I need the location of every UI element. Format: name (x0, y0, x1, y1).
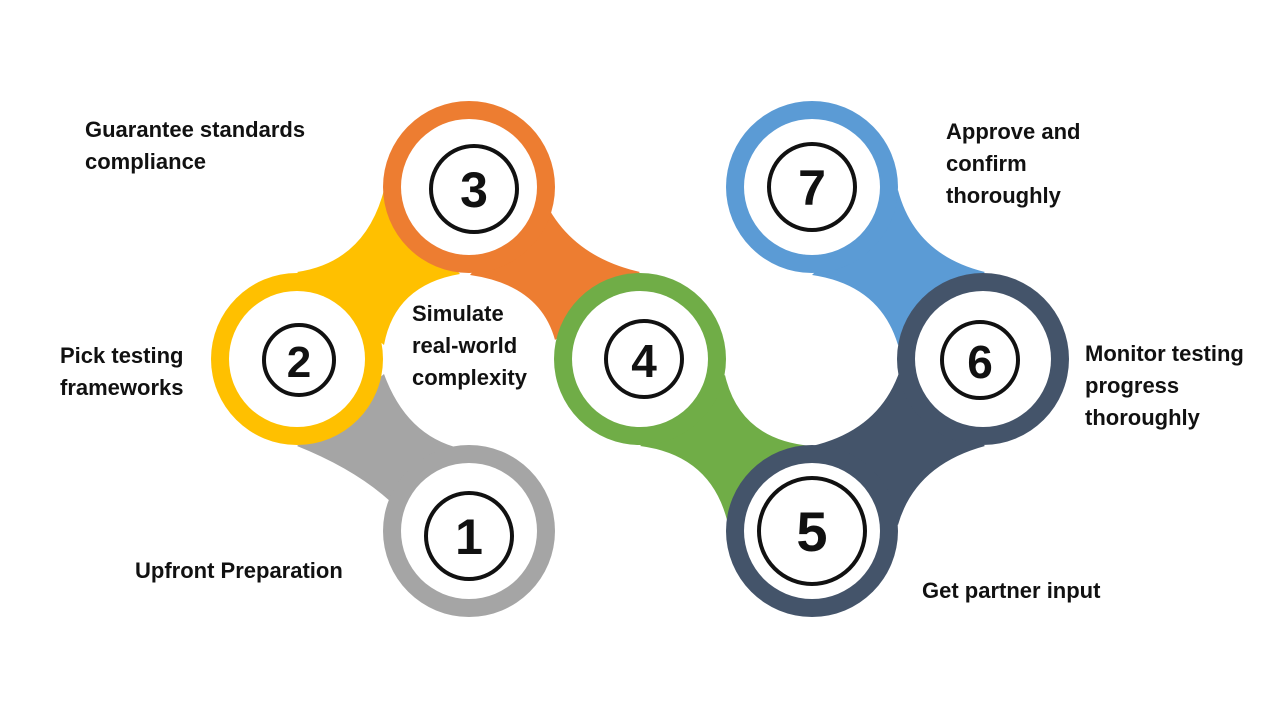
step-4-line-3: complexity (412, 365, 527, 390)
step-4-line-2: real-world (412, 333, 518, 358)
step-6-line-1: Monitor testing (1085, 341, 1244, 366)
ring-2-badge (262, 323, 336, 397)
step-4-line-1: Simulate (412, 301, 504, 326)
step-2-line-1: Pick testing (60, 343, 184, 368)
ring-4-badge (604, 319, 684, 399)
step-ring-3: 3 (383, 101, 555, 273)
step-label-4: Simulate real-world complexity (412, 298, 527, 394)
step-ring-5: 5 (726, 445, 898, 617)
step-number-6: 6 (967, 336, 993, 388)
step-ring-7: 7 (726, 101, 898, 273)
step-6-line-3: thoroughly (1085, 405, 1200, 430)
step-label-6: Monitor testing progress thoroughly (1085, 338, 1244, 434)
step-number-3: 3 (460, 162, 488, 218)
step-ring-1: 1 (383, 445, 555, 617)
ring-3-badge (429, 144, 519, 234)
step-ring-6: 6 (897, 273, 1069, 445)
ring-6-badge (940, 320, 1020, 400)
step-6-line-2: progress (1085, 373, 1180, 398)
connector-2-3 (297, 190, 460, 345)
step-1-line-1: Upfront Preparation (135, 558, 343, 583)
ring-5-badge (757, 476, 867, 586)
step-number-4: 4 (631, 335, 657, 387)
step-number-7: 7 (798, 160, 826, 216)
step-7-line-1: Approve and (946, 119, 1081, 144)
ring-7-badge (767, 142, 857, 232)
step-3-line-2: compliance (85, 149, 207, 174)
ring-1-badge (424, 491, 514, 581)
step-7-line-2: confirm (946, 151, 1027, 176)
step-number-2: 2 (287, 338, 311, 387)
step-number-1: 1 (455, 509, 483, 565)
step-ring-4: 4 (554, 273, 726, 445)
step-2-line-2: frameworks (60, 375, 184, 400)
step-7-line-3: thoroughly (946, 183, 1061, 208)
step-label-1: Upfront Preparation (135, 555, 343, 587)
step-label-7: Approve and confirm thoroughly (946, 116, 1080, 212)
step-label-2: Pick testing frameworks (60, 340, 184, 404)
step-label-3: Guarantee standards compliance (85, 114, 305, 178)
step-3-line-1: Guarantee standards (85, 117, 306, 142)
step-5-line-1: Get partner input (922, 578, 1101, 603)
step-ring-2: 2 (211, 273, 383, 445)
step-number-5: 5 (796, 500, 827, 563)
step-label-5: Get partner input (922, 575, 1100, 607)
